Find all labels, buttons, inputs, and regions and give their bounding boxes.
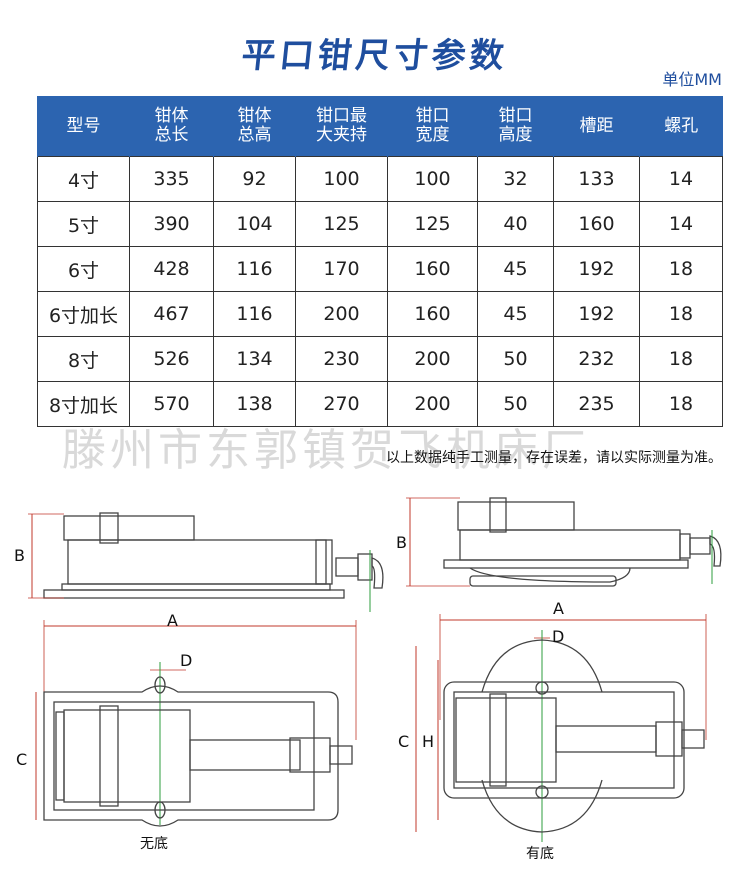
unit-label: 单位MM: [662, 70, 722, 89]
table-header-cell: 钳口 宽度: [387, 96, 478, 157]
table-header-cell: 钳口最 大夹持: [295, 96, 388, 157]
table-cell: 40: [477, 201, 554, 247]
table-cell: 14: [639, 156, 723, 202]
table-header-cell: 钳体 总高: [213, 96, 296, 157]
table-cell: 18: [639, 291, 723, 337]
right-dim-d-label: D: [552, 627, 564, 646]
table-cell: 32: [477, 156, 554, 202]
table-header-cell: 槽距: [553, 96, 640, 157]
table-cell: 6寸加长: [37, 291, 130, 337]
table-cell: 232: [553, 336, 640, 382]
table-cell: 18: [639, 336, 723, 382]
left-dim-a-label: A: [167, 611, 178, 630]
table-cell: 45: [477, 291, 554, 337]
table-cell: 570: [129, 381, 214, 427]
with-base-caption: 有底: [526, 846, 554, 862]
table-cell: 467: [129, 291, 214, 337]
vise-dimension-drawings: B A D C 无底 B: [14, 497, 722, 862]
table-cell: 125: [387, 201, 478, 247]
table-cell: 6寸: [37, 246, 130, 292]
table-cell: 8寸加长: [37, 381, 130, 427]
table-cell: 116: [213, 246, 296, 292]
table-cell: 5寸: [37, 201, 130, 247]
table-cell: 92: [213, 156, 296, 202]
left-top-view: [43, 676, 353, 827]
table-cell: 335: [129, 156, 214, 202]
right-side-view: [443, 497, 722, 587]
right-dim-h-label: H: [422, 732, 434, 751]
table-cell: 170: [295, 246, 388, 292]
table-header-row: 型号钳体 总长钳体 总高钳口最 大夹持钳口 宽度钳口 高度槽距螺孔: [37, 96, 723, 157]
table-cell: 160: [553, 201, 640, 247]
table-cell: 18: [639, 381, 723, 427]
left-side-dims: [28, 513, 371, 612]
left-dim-c-label: C: [16, 750, 27, 769]
right-dim-b-label: B: [396, 533, 407, 552]
right-top-dims: [415, 614, 707, 842]
left-dim-b-label: B: [14, 546, 25, 565]
table-cell: 100: [295, 156, 388, 202]
table-cell: 200: [295, 291, 388, 337]
table-cell: 100: [387, 156, 478, 202]
table-cell: 200: [387, 336, 478, 382]
right-dim-a-label: A: [553, 599, 564, 618]
table-header-cell: 钳口 高度: [477, 96, 554, 157]
table-cell: 235: [553, 381, 640, 427]
table-cell: 428: [129, 246, 214, 292]
table-cell: 125: [295, 201, 388, 247]
right-dim-c-label: C: [398, 732, 409, 751]
table-cell: 192: [553, 291, 640, 337]
left-side-view: [43, 512, 384, 599]
table-header-cell: 螺孔: [639, 96, 723, 157]
table-cell: 50: [477, 336, 554, 382]
left-top-dims: [35, 620, 357, 825]
table-cell: 4寸: [37, 156, 130, 202]
table-cell: 390: [129, 201, 214, 247]
right-top-view: [443, 639, 705, 833]
table-cell: 134: [213, 336, 296, 382]
table-cell: 526: [129, 336, 214, 382]
table-cell: 230: [295, 336, 388, 382]
table-cell: 45: [477, 246, 554, 292]
page-title: 平口钳尺寸参数: [239, 36, 510, 76]
table-cell: 160: [387, 291, 478, 337]
no-base-caption: 无底: [140, 836, 168, 852]
table-cell: 14: [639, 201, 723, 247]
table-cell: 133: [553, 156, 640, 202]
table-cell: 8寸: [37, 336, 130, 382]
table-header-cell: 型号: [37, 96, 130, 157]
table-cell: 192: [553, 246, 640, 292]
measurement-note: 以上数据纯手工测量，存在误差，请以实际测量为准。: [386, 450, 722, 466]
table-cell: 104: [213, 201, 296, 247]
left-dim-d-label: D: [180, 651, 192, 670]
table-cell: 270: [295, 381, 388, 427]
table-cell: 18: [639, 246, 723, 292]
right-side-dims: [406, 497, 713, 587]
watermark: 滕州市东郭镇贺飞机床厂: [62, 425, 590, 476]
table-cell: 160: [387, 246, 478, 292]
table-header-cell: 钳体 总长: [129, 96, 214, 157]
table-cell: 116: [213, 291, 296, 337]
